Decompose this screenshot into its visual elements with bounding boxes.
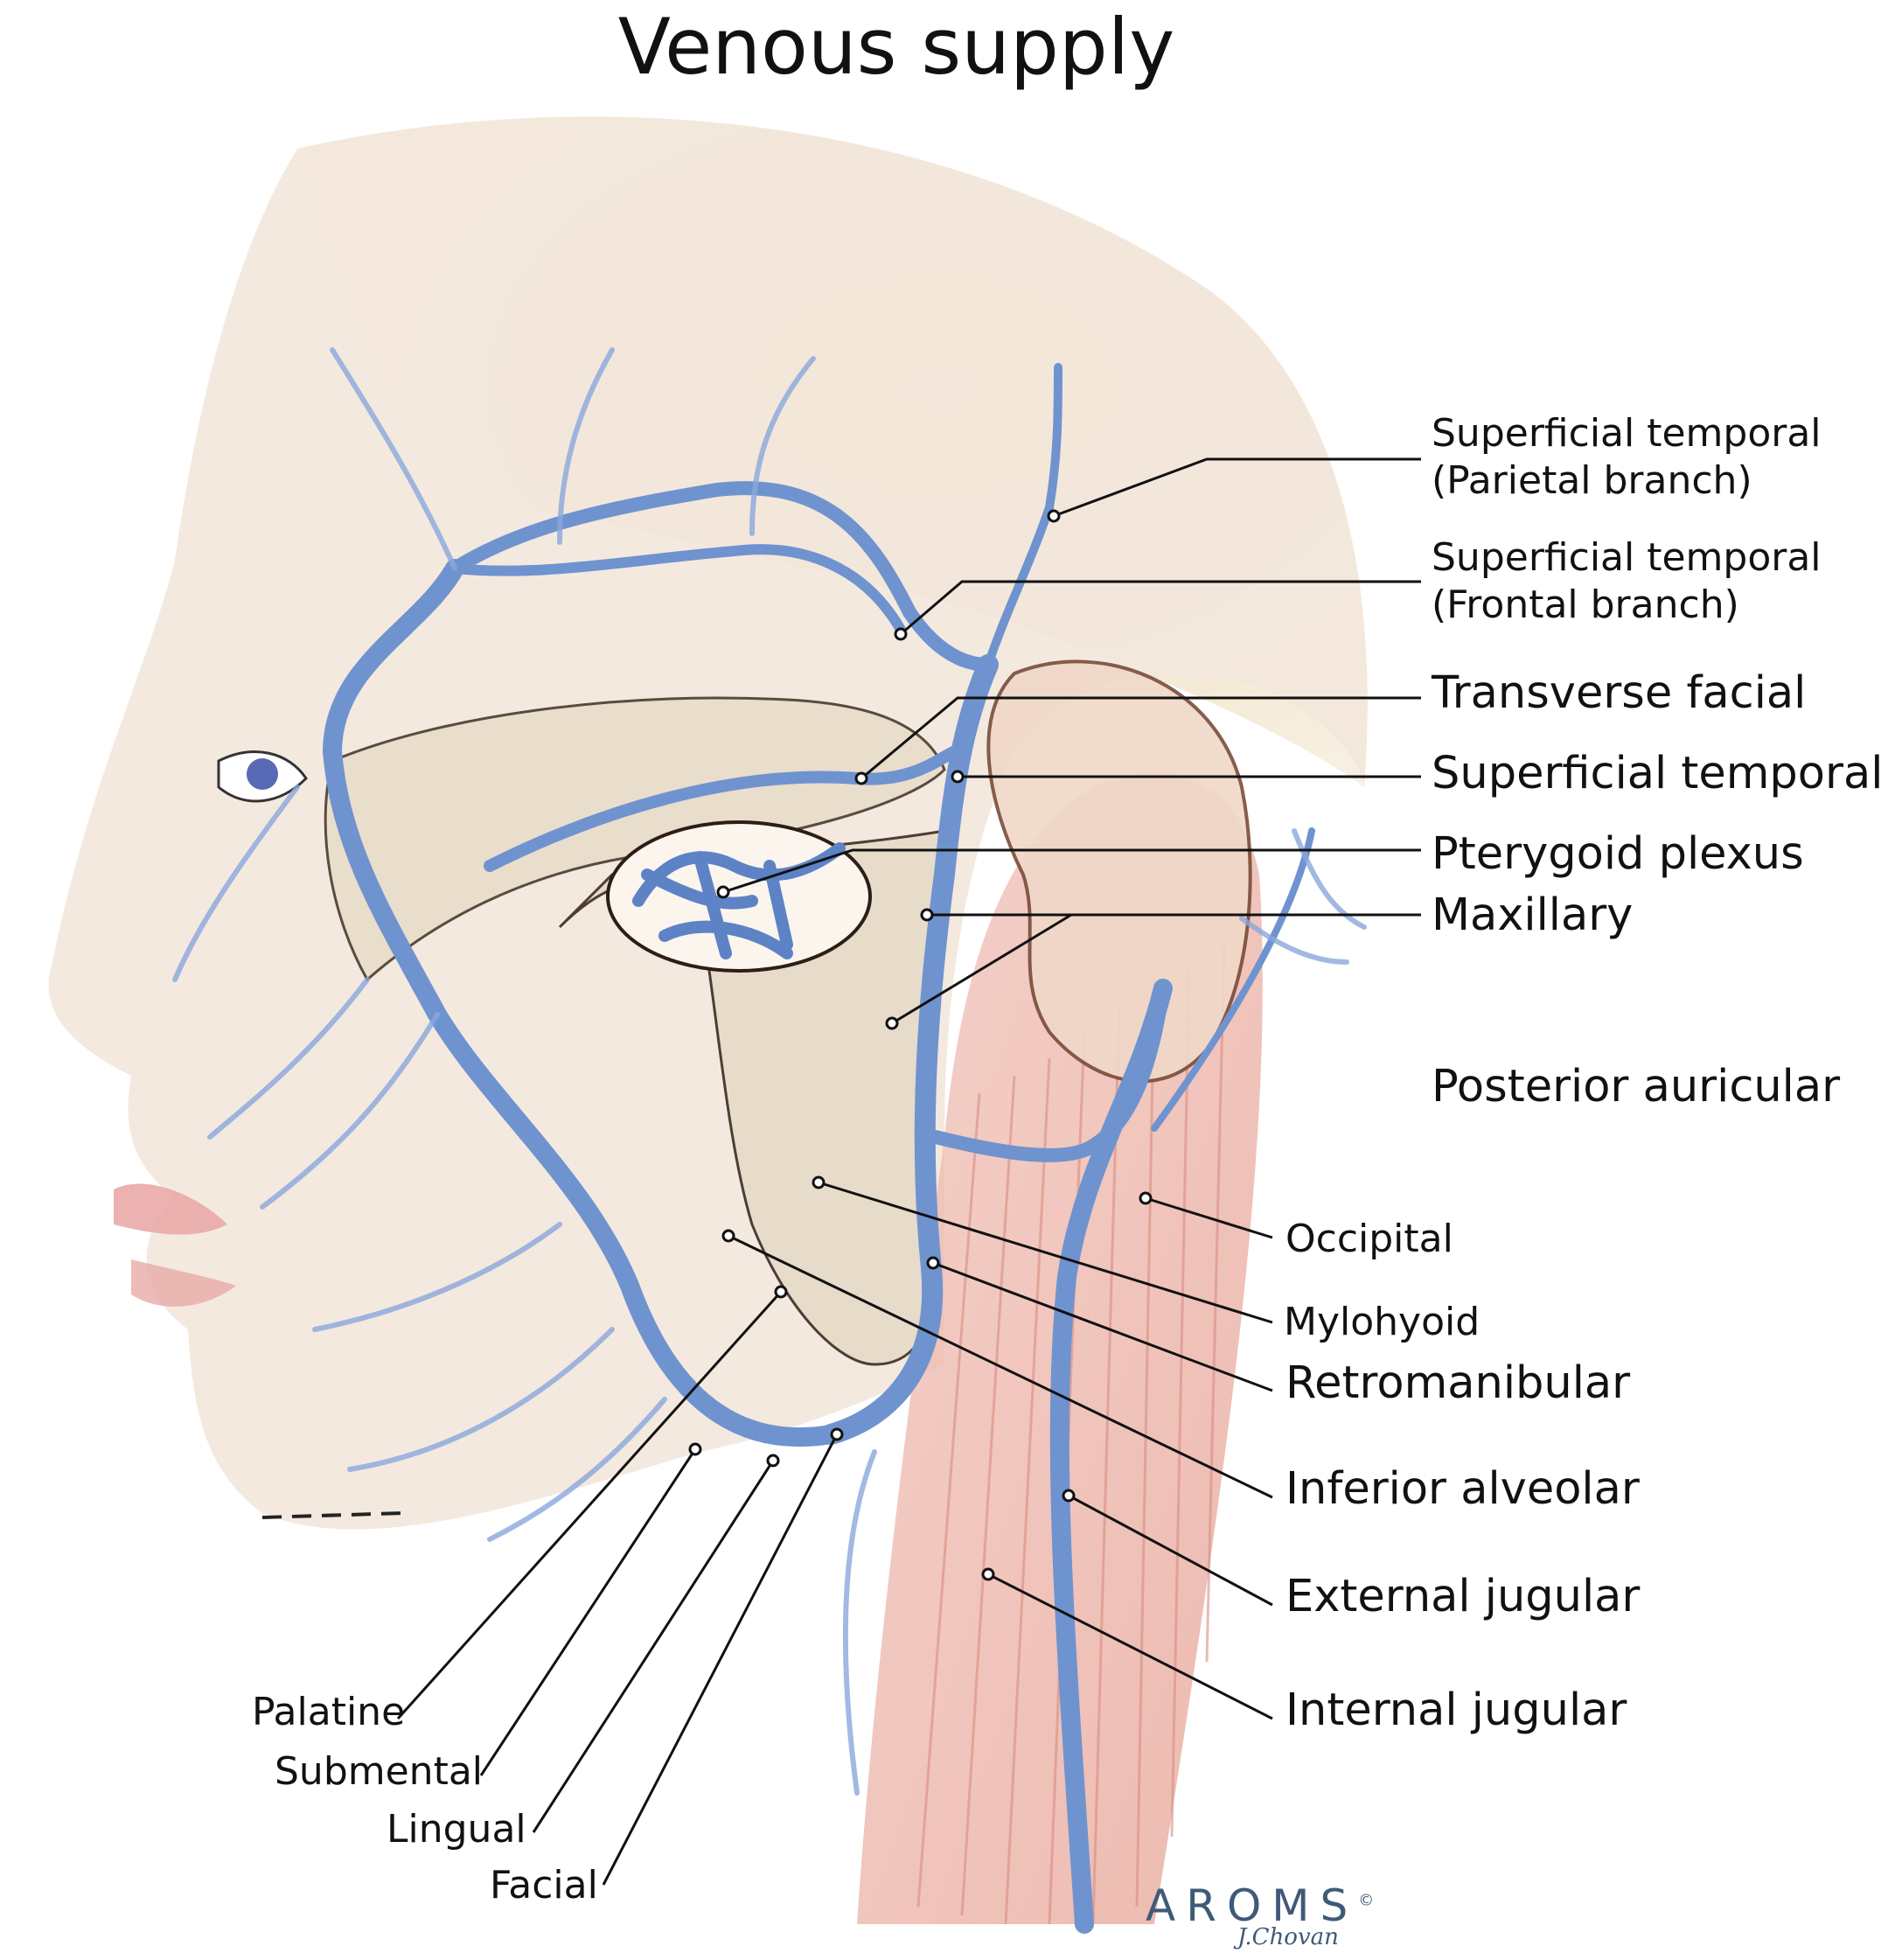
label-inferior-alveolar: Inferior alveolar xyxy=(1285,1463,1640,1515)
artist-signature: J.Chovan xyxy=(1237,1924,1339,1950)
label-superficial-temporal-parietal-line2: (Parietal branch) xyxy=(1432,458,1752,503)
label-superficial-temporal-parietal-line1: Superficial temporal xyxy=(1432,411,1822,456)
label-palatine: Palatine xyxy=(252,1690,406,1734)
zygomatic-arch xyxy=(324,696,946,982)
leader-dots xyxy=(688,509,1153,1581)
label-facial: Facial xyxy=(490,1863,598,1908)
aroms-logo: AROMS© xyxy=(1146,1880,1375,1931)
leader-lines xyxy=(396,457,1421,1886)
label-transverse-facial: Transverse facial xyxy=(1432,667,1807,719)
label-internal-jugular: Internal jugular xyxy=(1285,1684,1627,1736)
iris xyxy=(247,758,278,790)
label-external-jugular: External jugular xyxy=(1285,1571,1641,1622)
label-superficial-temporal-frontal-line1: Superficial temporal xyxy=(1432,535,1822,580)
lips xyxy=(114,1183,227,1235)
label-submental: Submental xyxy=(275,1749,484,1794)
pterygoid-plexus-veins xyxy=(632,842,846,959)
label-superficial-temporal-frontal-line2: (Frontal branch) xyxy=(1432,582,1739,627)
label-retromanibular: Retromanibular xyxy=(1285,1357,1631,1409)
label-posterior-auricular: Posterior auricular xyxy=(1432,1061,1841,1113)
label-mylohyoid: Mylohyoid xyxy=(1284,1300,1480,1344)
label-superficial-temporal: Superficial temporal xyxy=(1432,748,1884,799)
label-pterygoid-plexus: Pterygoid plexus xyxy=(1432,828,1804,880)
label-maxillary: Maxillary xyxy=(1432,889,1634,941)
diagram-title: Venous supply xyxy=(617,2,1175,92)
label-lingual: Lingual xyxy=(387,1807,526,1852)
label-occipital: Occipital xyxy=(1285,1217,1453,1261)
